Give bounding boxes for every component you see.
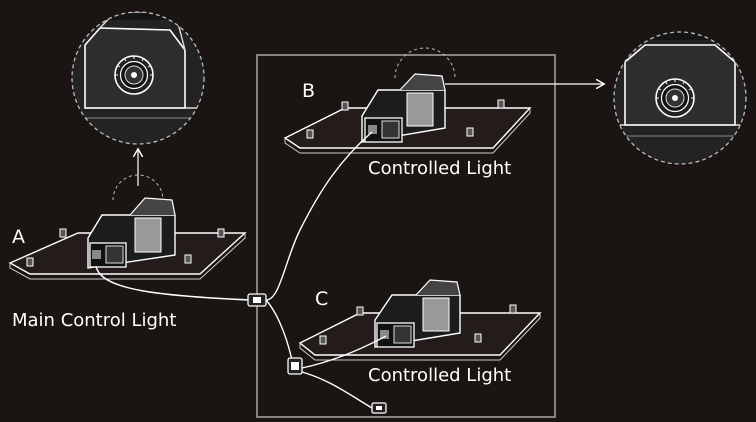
connector-icon (288, 358, 302, 374)
caption-controlled-light-b: Controlled Light (368, 160, 511, 178)
caption-controlled-light-c: Controlled Light (368, 367, 511, 385)
label-b: B (302, 82, 315, 101)
zoom-detail-a (66, 12, 210, 150)
fixture-c (300, 280, 540, 360)
connector-icon (248, 294, 266, 306)
fixture-a (10, 175, 245, 279)
knob-icon (656, 79, 694, 117)
label-c: C (315, 290, 328, 309)
cable-plug-icon (372, 403, 386, 413)
fixture-b (285, 48, 530, 153)
zoom-detail-b (612, 32, 750, 170)
caption-main-control-light: Main Control Light (12, 312, 176, 330)
knob-icon (115, 56, 153, 94)
label-a: A (12, 228, 25, 247)
